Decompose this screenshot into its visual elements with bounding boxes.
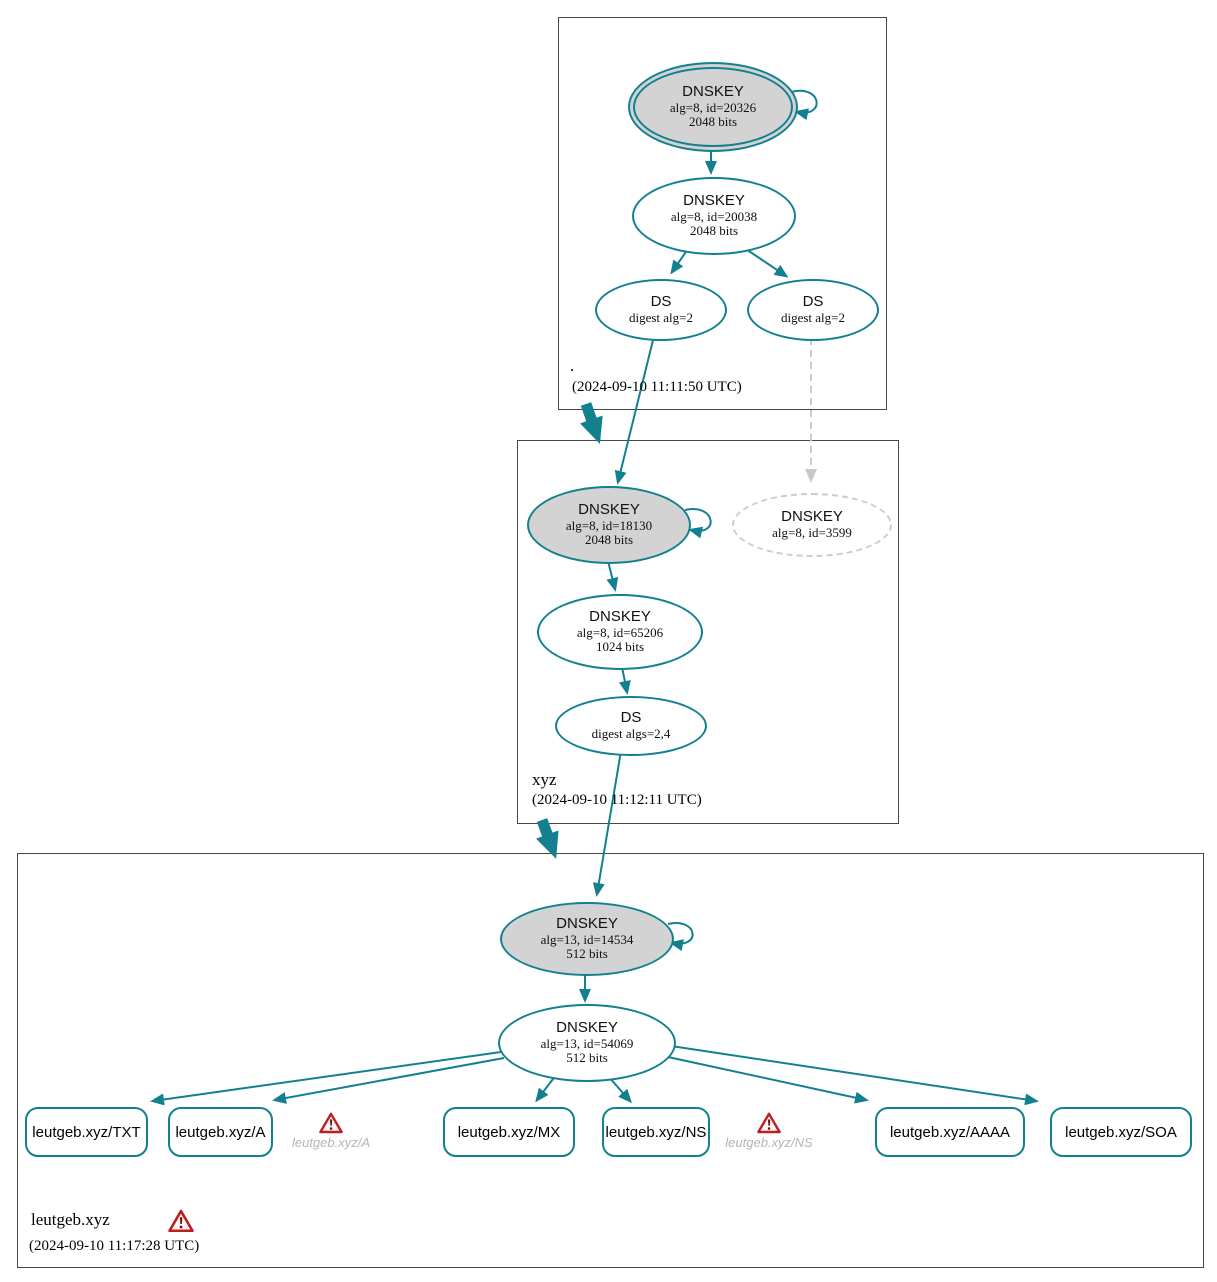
node-dnskey-14534: DNSKEY alg=13, id=14534 512 bits <box>500 902 674 976</box>
edge-zsk-to-txt <box>150 1051 502 1106</box>
node-alg: alg=8, id=20326 <box>669 99 757 115</box>
warning-leutgeb-xyz-a: leutgeb.xyz/A <box>271 1112 391 1150</box>
node-alg: alg=8, id=3599 <box>772 525 852 541</box>
zone-box-root <box>558 17 887 410</box>
node-bits: 2048 bits <box>689 223 739 239</box>
edge-root-ksk-selfsign <box>790 89 818 121</box>
node-title: DS <box>650 293 672 311</box>
edge-xyz-ksk-selfsign <box>684 508 712 539</box>
node-dnskey-18130: DNSKEY alg=8, id=18130 2048 bits <box>527 486 691 564</box>
node-bits: 2048 bits <box>584 532 634 548</box>
zone-name-leutgeb-xyz: leutgeb.xyz <box>31 1210 110 1229</box>
rrset-leutgeb-xyz-soa: leutgeb.xyz/SOA <box>1050 1107 1192 1157</box>
node-bits: 512 bits <box>566 946 608 962</box>
warning-icon <box>757 1112 781 1134</box>
node-title: DNSKEY <box>682 83 744 101</box>
delegation-arrow-xyz-to-leutgeb <box>535 818 559 859</box>
zone-timestamp-xyz: (2024-09-10 11:12:11 UTC) <box>532 792 702 808</box>
rrset-leutgeb-xyz-mx: leutgeb.xyz/MX <box>443 1107 575 1157</box>
node-alg: alg=8, id=65206 <box>576 624 664 640</box>
node-title: DNSKEY <box>781 508 843 526</box>
node-dnskey-3599-missing: DNSKEY alg=8, id=3599 <box>732 493 892 557</box>
node-alg: alg=8, id=18130 <box>565 517 653 533</box>
node-dnskey-20326-inner: DNSKEY alg=8, id=20326 2048 bits <box>633 67 793 147</box>
zone-name-root: . <box>570 356 575 375</box>
warning-label: leutgeb.xyz/NS <box>725 1135 813 1150</box>
node-title: DS <box>802 293 824 311</box>
edge-xyz-ds-to-leutgeb-ksk <box>592 750 622 897</box>
node-ds-left: DS digest alg=2 <box>595 279 727 341</box>
node-dnskey-54069: DNSKEY alg=13, id=54069 512 bits <box>498 1004 676 1082</box>
node-title: DNSKEY <box>578 501 640 519</box>
zone-timestamp-root: (2024-09-10 11:11:50 UTC) <box>572 379 742 395</box>
rrset-leutgeb-xyz-txt: leutgeb.xyz/TXT <box>25 1107 148 1157</box>
edge-root-ds1-to-xyz-ksk <box>614 335 655 485</box>
node-title: DNSKEY <box>683 192 745 210</box>
node-title: DNSKEY <box>556 1019 618 1037</box>
zone-timestamp-leutgeb-xyz: (2024-09-10 11:17:28 UTC) <box>29 1238 200 1254</box>
zone-name-xyz: xyz <box>532 770 557 789</box>
node-dnskey-65206: DNSKEY alg=8, id=65206 1024 bits <box>537 594 703 670</box>
warning-icon <box>319 1112 343 1134</box>
rrset-leutgeb-xyz-a: leutgeb.xyz/A <box>168 1107 273 1157</box>
warning-leutgeb-xyz-ns: leutgeb.xyz/NS <box>709 1112 829 1150</box>
node-ds-right: DS digest alg=2 <box>747 279 879 341</box>
edge-zsk-to-soa <box>670 1045 1039 1106</box>
node-alg: alg=13, id=54069 <box>540 1035 634 1051</box>
node-digest: digest algs=2,4 <box>591 726 671 742</box>
rrset-leutgeb-xyz-ns: leutgeb.xyz/NS <box>602 1107 710 1157</box>
edge-xyz-ksk-to-zsk <box>606 560 619 592</box>
delegation-arrow-root-to-xyz <box>580 402 603 445</box>
node-digest: digest alg=2 <box>780 310 846 326</box>
node-title: DS <box>620 709 642 727</box>
node-dnskey-20326: DNSKEY alg=8, id=20326 2048 bits <box>628 62 798 152</box>
edge-zsk-to-a <box>272 1057 505 1104</box>
rrset-leutgeb-xyz-aaaa: leutgeb.xyz/AAAA <box>875 1107 1025 1157</box>
warning-label: leutgeb.xyz/A <box>291 1135 371 1150</box>
zone-warning-icon <box>168 1209 194 1233</box>
node-alg: alg=13, id=14534 <box>540 931 634 947</box>
zone-box-leutgeb-xyz <box>17 853 1204 1268</box>
node-title: DNSKEY <box>556 915 618 933</box>
node-title: DNSKEY <box>589 608 651 626</box>
node-bits: 1024 bits <box>595 639 645 655</box>
zone-box-xyz <box>517 440 899 824</box>
node-dnskey-20038: DNSKEY alg=8, id=20038 2048 bits <box>632 177 796 255</box>
node-bits: 2048 bits <box>688 114 738 130</box>
edge-zsk-to-aaaa <box>667 1056 869 1104</box>
edge-xyz-zsk-to-ds <box>618 666 631 695</box>
node-digest: digest alg=2 <box>628 310 694 326</box>
node-ds-xyz: DS digest algs=2,4 <box>555 696 707 756</box>
node-alg: alg=8, id=20038 <box>670 208 758 224</box>
edge-leutgeb-ksk-selfsign <box>667 922 694 952</box>
node-bits: 512 bits <box>566 1050 608 1066</box>
